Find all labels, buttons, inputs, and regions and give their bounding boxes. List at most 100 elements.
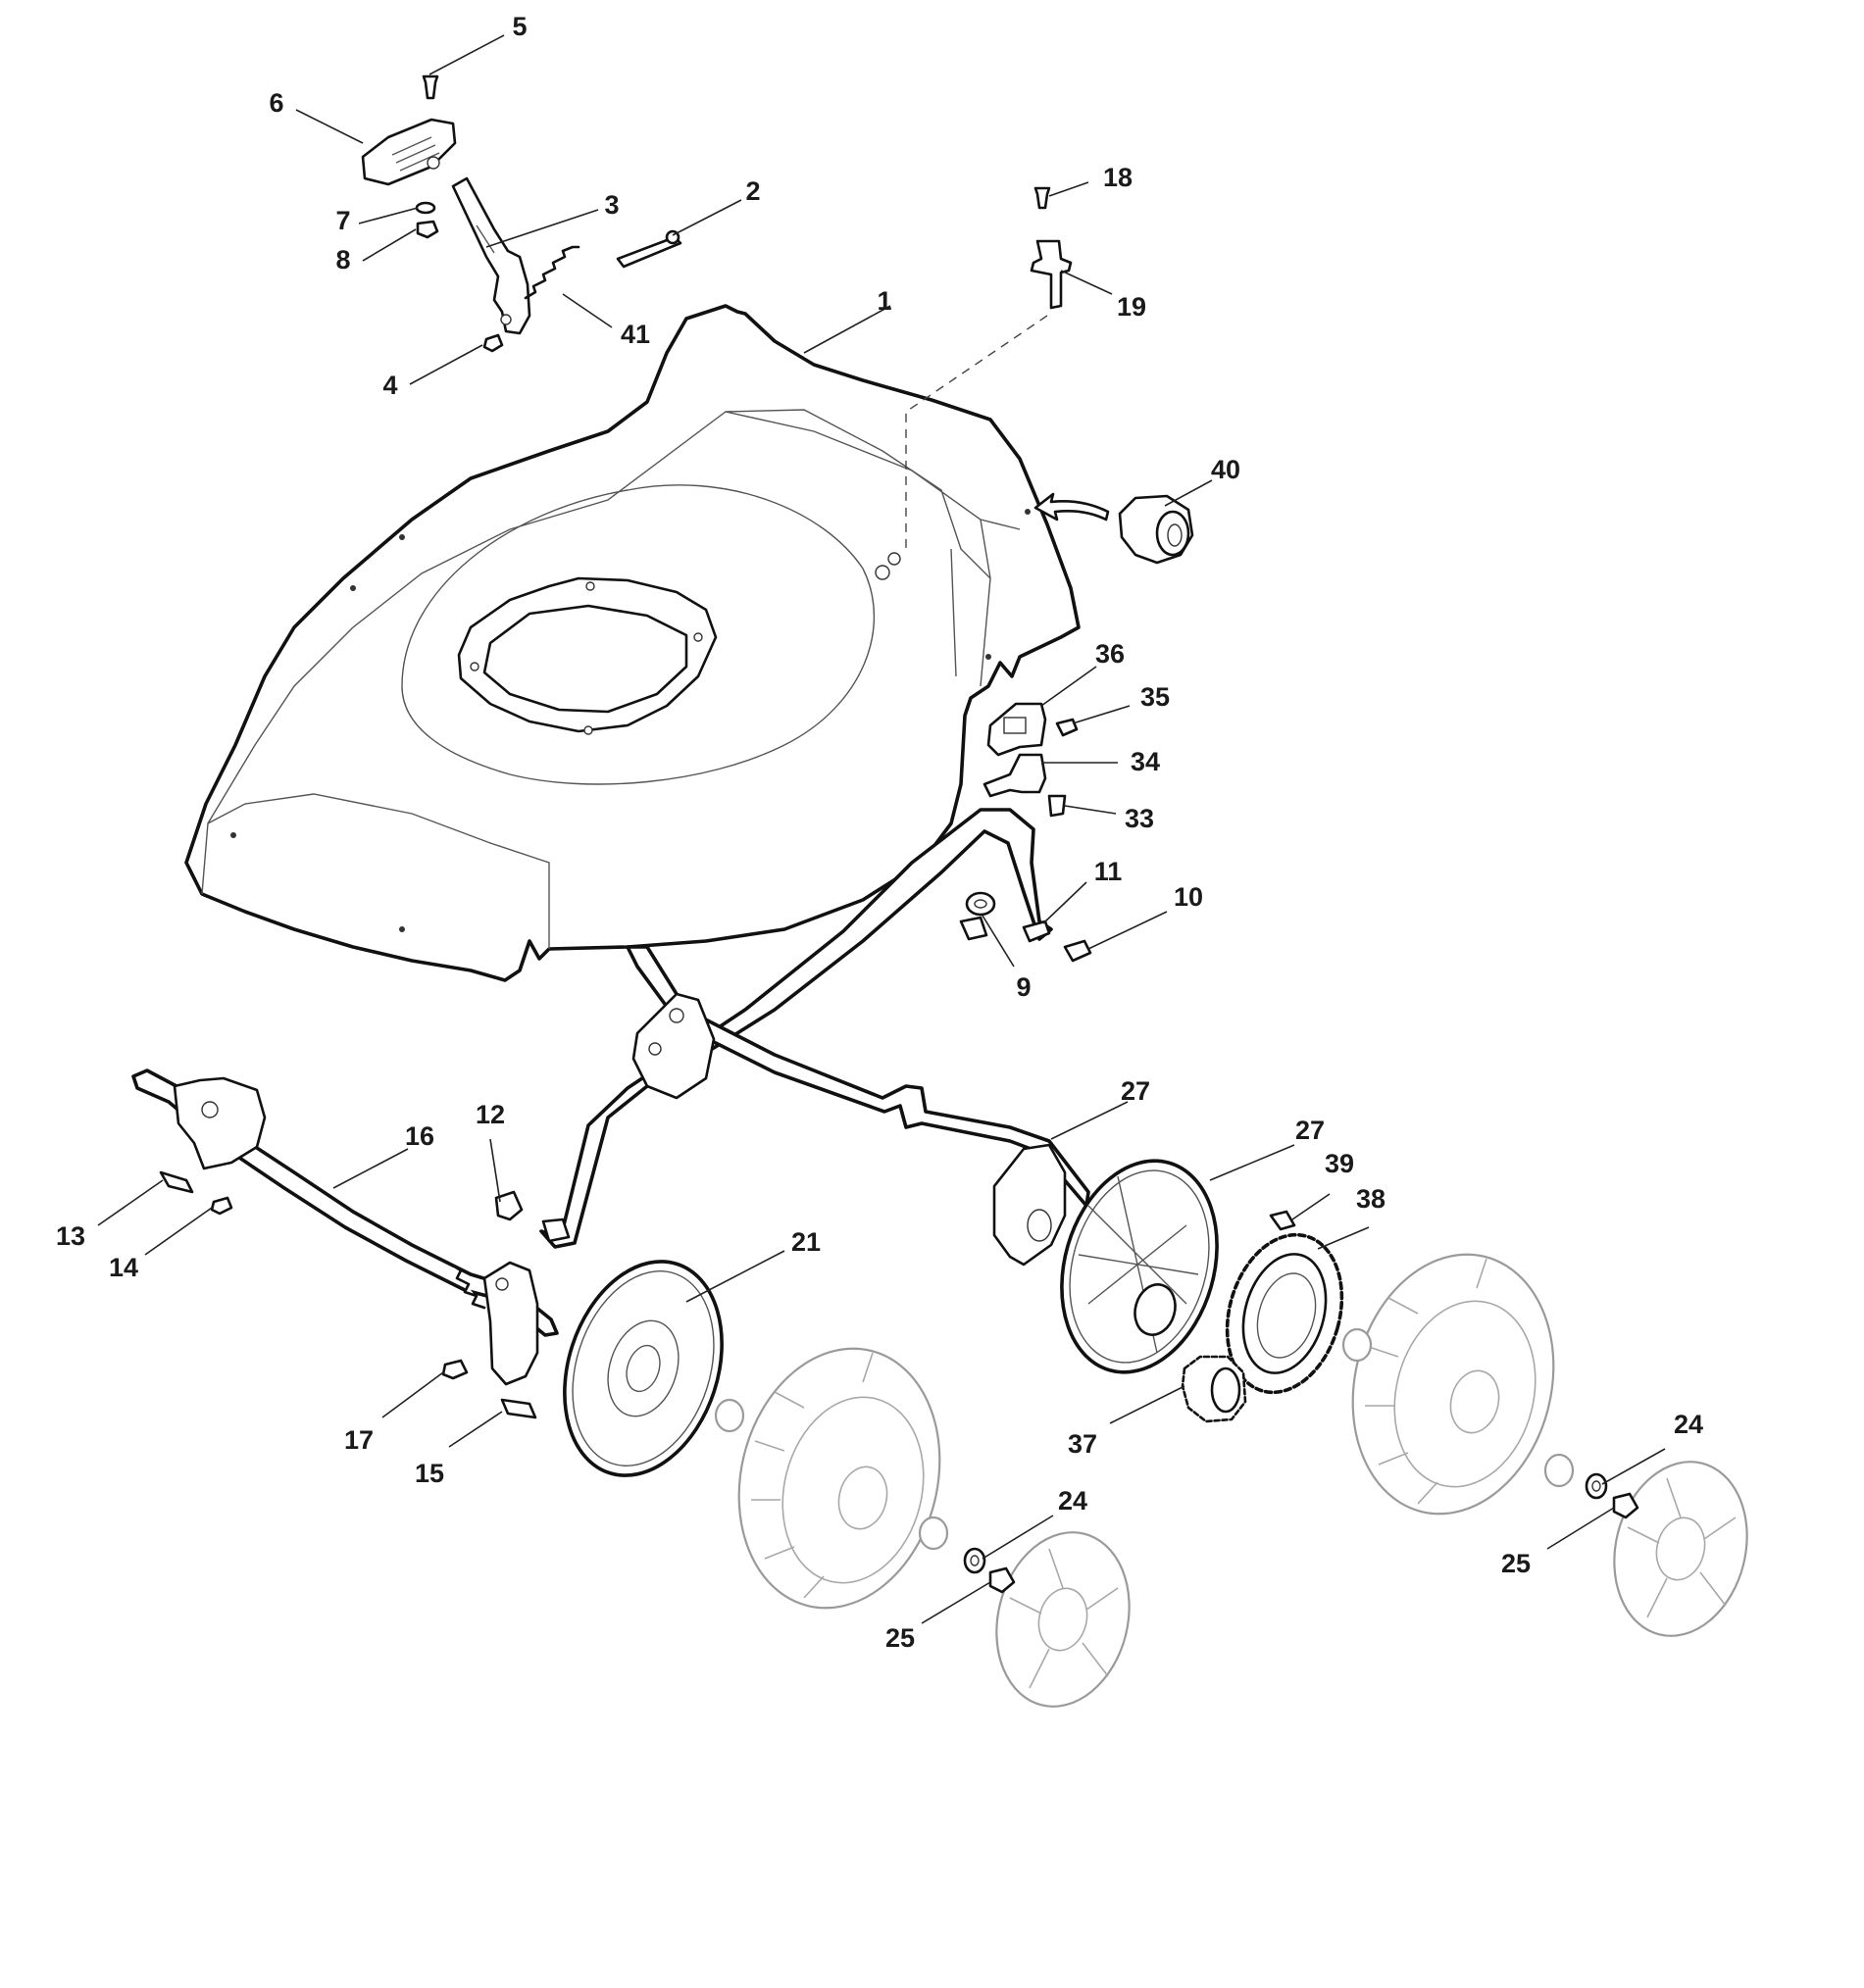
washer-24-hole	[1591, 1480, 1601, 1492]
gear-ring-bore	[1256, 1272, 1317, 1359]
axle-spring	[449, 1263, 486, 1310]
bolt-11	[1022, 919, 1051, 943]
mount-hole	[693, 632, 703, 642]
callout-33: 33	[1125, 804, 1154, 833]
callout-15: 15	[415, 1459, 444, 1488]
screw-33	[1047, 794, 1067, 818]
callout-6: 6	[269, 88, 283, 118]
leader-lines	[97, 34, 1666, 1624]
motor-opening	[482, 604, 688, 714]
screw-35	[1055, 718, 1079, 737]
frame-bracket-right	[992, 1143, 1067, 1267]
lever-cap-6	[361, 118, 457, 186]
bracket-hole	[201, 1101, 219, 1118]
callout-37: 37	[1068, 1429, 1097, 1459]
callout-12: 12	[476, 1100, 505, 1129]
screw-5	[422, 75, 439, 100]
wheel-hub	[837, 1466, 888, 1530]
rear-axle-frame-31	[539, 808, 1090, 1267]
cover-rim	[1060, 1159, 1219, 1374]
lever-bracket-3	[451, 176, 531, 335]
frame-end-stub	[541, 1218, 571, 1243]
callout-7: 7	[335, 206, 350, 235]
callout-34: 34	[1131, 747, 1160, 776]
mount-hole	[585, 581, 595, 591]
front-axle-fasteners	[159, 1170, 537, 1419]
cover-hub	[1134, 1283, 1177, 1336]
callout-17: 17	[344, 1425, 374, 1455]
spring-41	[524, 245, 580, 300]
knob-bore	[1167, 523, 1183, 547]
hubcap-spokes	[1009, 1548, 1119, 1689]
cover-inner-rim	[1069, 1169, 1210, 1364]
clamp-34	[982, 753, 1047, 798]
bracket-hole	[648, 1042, 662, 1056]
callout-18: 18	[1103, 163, 1133, 192]
callout-8: 8	[335, 245, 350, 274]
screw-18	[1033, 186, 1051, 210]
washer-7	[415, 201, 436, 215]
deck-rear-hood	[725, 409, 991, 579]
callout-40: 40	[1211, 455, 1240, 484]
wheel-fasteners	[963, 1472, 1639, 1594]
callout-21: 21	[791, 1227, 821, 1257]
frame-bracket-left	[631, 992, 716, 1100]
pivot-pin-19	[1030, 239, 1073, 310]
callout-38: 38	[1356, 1184, 1385, 1214]
deck-side-panel	[950, 519, 1021, 677]
rear-wheel-cover-27	[1060, 1159, 1219, 1374]
wheel-tread	[751, 1352, 874, 1599]
callout-27: 27	[1295, 1116, 1325, 1145]
wheel-bearing	[714, 1398, 745, 1433]
callout-11: 11	[1094, 857, 1123, 886]
callout-3: 3	[604, 190, 619, 220]
callout-9: 9	[1016, 972, 1031, 1002]
wheel-tire	[1351, 1253, 1555, 1516]
callout-1: 1	[877, 286, 891, 316]
callout-labels: 5 6 7 8 3 2 41 4 1 18 19 40 36 35 34 33 …	[56, 12, 1703, 1653]
bracket-slot	[476, 224, 495, 254]
gear-ring-inner	[1241, 1253, 1328, 1374]
callout-5: 5	[512, 12, 527, 41]
bolt-13	[159, 1170, 194, 1194]
callout-10: 10	[1174, 882, 1203, 912]
cap-ridges	[391, 136, 440, 172]
callout-39: 39	[1325, 1149, 1354, 1178]
callout-25-rear: 25	[1501, 1549, 1531, 1578]
deck-rivet	[399, 926, 405, 932]
bracket-hole	[500, 314, 512, 325]
wheel-bearing	[1543, 1453, 1575, 1488]
callout-19: 19	[1117, 292, 1146, 322]
bracket-hole	[669, 1008, 684, 1023]
rear-hubcap-ghost	[1613, 1461, 1748, 1637]
front-pivot-bracket-right	[482, 1261, 539, 1386]
callout-14: 14	[109, 1253, 138, 1282]
cover-hub	[626, 1344, 661, 1393]
screw-39	[1269, 1210, 1296, 1231]
deck-inner-well	[401, 484, 876, 785]
clip-12	[494, 1190, 524, 1221]
cover-rim	[563, 1260, 724, 1477]
wheel-tread	[1365, 1258, 1487, 1505]
deck-rivet	[350, 585, 356, 591]
callout-24-front: 24	[1058, 1486, 1087, 1516]
rear-wheel-ghost	[1341, 1253, 1575, 1516]
block-recess	[1003, 717, 1027, 734]
handle-mount-group	[982, 702, 1079, 818]
hubcap-outer	[995, 1531, 1131, 1708]
deck-rivet	[399, 534, 405, 540]
washer-9-hole	[974, 899, 987, 909]
wheel-bearing	[1341, 1327, 1373, 1363]
callout-16: 16	[405, 1121, 434, 1151]
cover-inner-rim	[572, 1270, 715, 1466]
front-wheel-ghost	[714, 1347, 949, 1610]
hubcap-outer	[1613, 1461, 1748, 1637]
callout-41: 41	[621, 320, 650, 349]
wheel-bearing	[918, 1516, 949, 1551]
callout-31: 27	[1121, 1076, 1150, 1106]
deck-rivet	[230, 832, 236, 838]
pin-2	[616, 235, 682, 269]
cap-hole	[427, 156, 440, 170]
callout-4: 4	[382, 371, 397, 400]
nut-25	[1612, 1492, 1639, 1519]
